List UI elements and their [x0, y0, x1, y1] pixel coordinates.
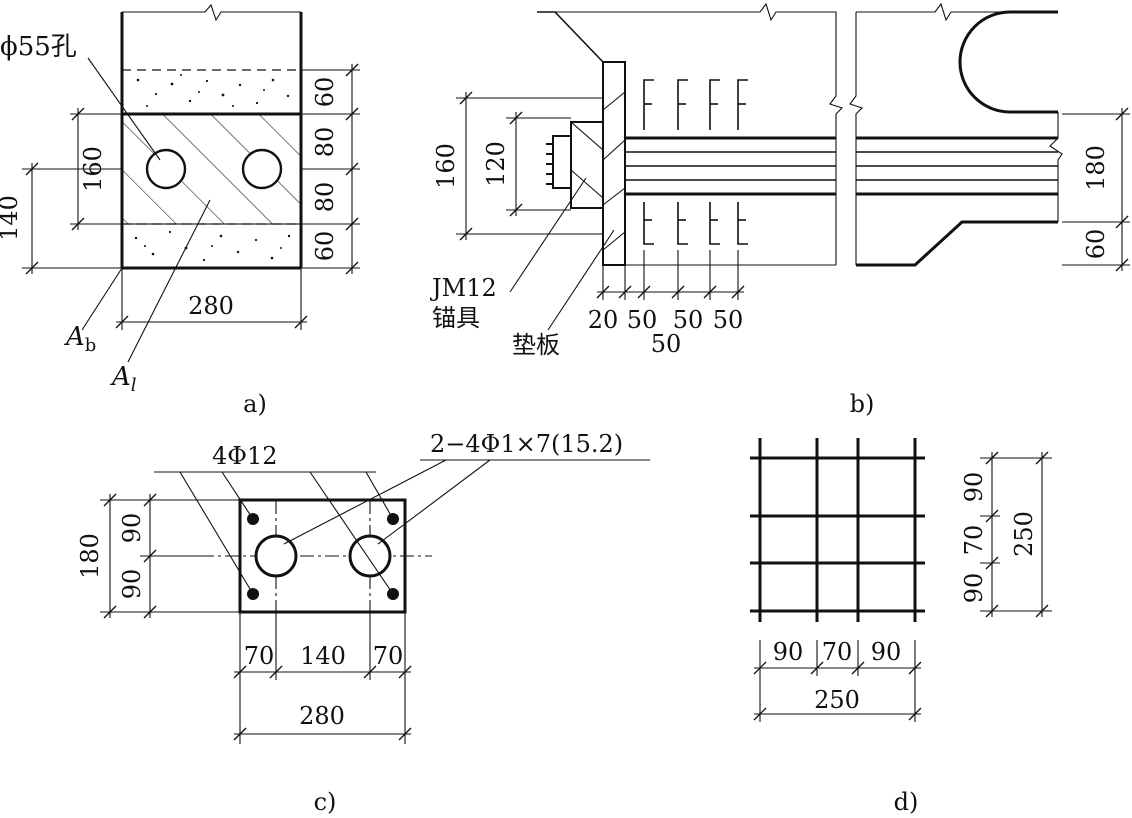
panel-a-dim-60-bottom: 60	[311, 231, 339, 262]
panel-b-right-dims: 180 60	[1062, 107, 1130, 272]
panel-a-right-dims: 60 80 80 60	[301, 63, 360, 275]
panel-a-label-ab: Ab	[64, 322, 96, 356]
panel-a-hole-leader	[87, 57, 161, 161]
panel-b-anchorage	[570, 121, 604, 209]
panel-d-dim-90-right: 90	[871, 638, 902, 666]
panel-b-dim-20: 20	[588, 306, 619, 334]
panel-b-dim-160: 160	[432, 143, 460, 189]
panel-a-break-line	[122, 3, 301, 22]
panel-a-dim-60-top: 60	[311, 77, 339, 108]
panel-a-dim-280: 280	[188, 292, 234, 320]
panel-a-bottom-dim: 280	[115, 268, 308, 330]
panel-a-label-al: Al	[110, 362, 137, 396]
panel-d-bottom-dims: 90 70 90 250	[753, 638, 922, 722]
panel-d-dim-90-bottom: 90	[960, 573, 988, 604]
panel-b: 160 120 180 60	[429, 2, 1130, 418]
panel-b-label-jm12: JM12	[429, 274, 497, 302]
panel-c-dim-70-right: 70	[373, 642, 404, 670]
panel-c-rebar-label: 4Φ12	[212, 442, 277, 470]
panel-b-bottom-dims: 20 50 50 50 50	[588, 250, 745, 358]
panel-d: 90 70 90 250 90 70 90 250 d)	[750, 438, 1052, 816]
panel-b-anchor-pocket	[958, 10, 1058, 114]
panel-b-dim-50-c: 50	[713, 306, 744, 334]
panel-c-dim-90-upper: 90	[118, 513, 146, 544]
panel-c-dim-70-left: 70	[244, 642, 275, 670]
panel-b-plate-leader	[547, 229, 615, 331]
panel-a-caption: a)	[243, 390, 267, 418]
panel-b-dim-50-b: 50	[673, 306, 704, 334]
panel-b-top-edge	[555, 2, 837, 96]
panel-a: ϕ55孔 60 80 80 60 160	[0, 3, 360, 418]
panel-b-right-top-edge	[856, 2, 1058, 22]
panel-b-strands-right	[856, 136, 1058, 196]
panel-b-caption: b)	[850, 390, 875, 418]
panel-c-bottom-dims: 70 140 70 280	[233, 612, 412, 744]
panel-d-dim-250-right: 250	[1010, 511, 1038, 557]
panel-d-dim-250-bottom: 250	[814, 686, 860, 714]
panel-b-dim-180: 180	[1082, 145, 1110, 191]
panel-c-dim-140: 140	[300, 642, 346, 670]
panel-b-bottom-flare	[856, 220, 1058, 267]
panel-b-label-anchor: 锚具	[432, 304, 480, 332]
panel-b-dim-60: 60	[1082, 229, 1110, 260]
panel-b-dim-120: 120	[482, 141, 510, 187]
panel-d-dim-90-left: 90	[773, 638, 804, 666]
panel-a-bottom-cover	[122, 223, 301, 270]
panel-b-anchor-leader	[509, 177, 587, 293]
panel-b-right-break	[829, 95, 844, 265]
panel-a-hole-left	[145, 148, 187, 190]
panel-a-dim-80-upper: 80	[311, 127, 339, 158]
panel-a-hole-label: ϕ55孔	[0, 32, 77, 62]
panel-c-strand-right	[348, 534, 392, 578]
panel-c-strand-left	[254, 534, 298, 578]
panel-c-dim-90-lower: 90	[118, 569, 146, 600]
panel-a-top-cover	[122, 69, 301, 116]
panel-c-strand-label: 2−4Φ1×7(15.2)	[430, 430, 623, 458]
panel-d-caption: d)	[894, 788, 919, 816]
panel-b-rebar-bottom	[643, 202, 748, 245]
panel-d-mesh	[750, 438, 925, 622]
panel-a-al-leader	[127, 199, 211, 363]
panel-d-dim-70-mid: 70	[960, 525, 988, 556]
panel-b-dim-50-a: 50	[627, 306, 658, 334]
panel-b-top-chamfer	[537, 11, 604, 63]
panel-a-left-dim-140: 140	[0, 162, 122, 275]
panel-d-right-dims: 90 70 90 250	[960, 451, 1052, 618]
panel-a-dim-140: 140	[0, 195, 23, 241]
panel-d-dim-90-top: 90	[960, 472, 988, 503]
panel-b-rebar-top	[643, 79, 748, 130]
panel-c-dim-280: 280	[299, 702, 345, 730]
panel-c: 4Φ12 2−4Φ1×7(15.2) 180 90 90	[76, 430, 650, 816]
panel-a-ab-leader	[81, 267, 123, 331]
panel-b-end-break	[1049, 112, 1063, 222]
panel-b-label-plate: 垫板	[512, 331, 560, 359]
panel-d-dim-70-center: 70	[822, 638, 853, 666]
panel-a-hole-right	[241, 148, 283, 190]
panel-b-strands-left	[625, 136, 836, 196]
panel-b-dim-50-d: 50	[651, 330, 682, 358]
panel-c-caption: c)	[314, 788, 337, 816]
panel-b-left-dims: 160 120	[432, 91, 603, 241]
panel-a-dim-80-lower: 80	[311, 182, 339, 213]
panel-c-dim-180: 180	[76, 533, 104, 579]
panel-c-left-dims: 180 90 90	[76, 493, 240, 619]
panel-b-anchor-wedges	[546, 135, 572, 189]
